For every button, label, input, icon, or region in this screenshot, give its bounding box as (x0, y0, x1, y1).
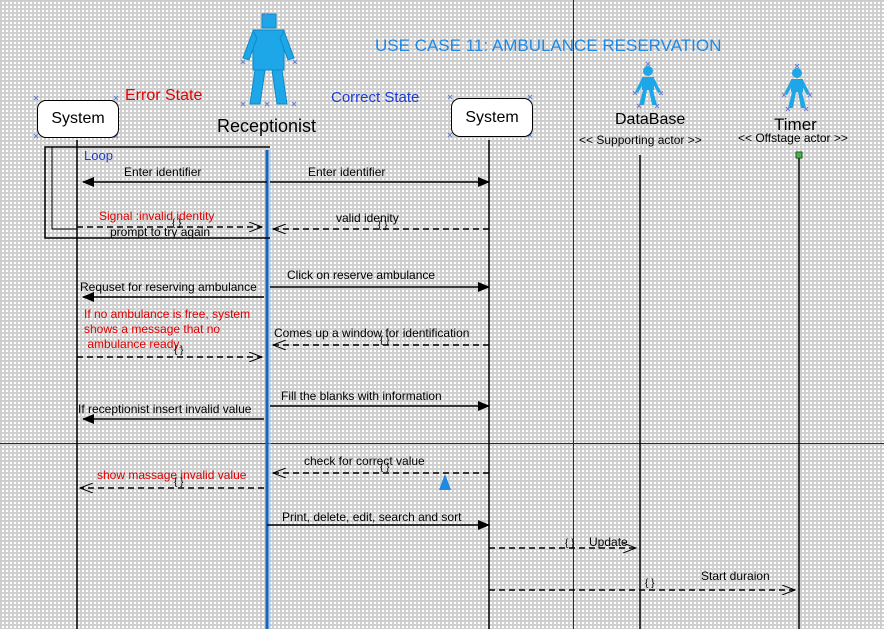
msg-invalid-value-label: If receptionist insert invalid value (78, 402, 252, 416)
receptionist-label: Receptionist (217, 116, 317, 136)
msg-start-duration-label: Start duraion (701, 569, 770, 583)
msg-prompt-retry-label: prompt to try again (110, 225, 211, 239)
msg-no-ambulance-note: If no ambulance is free, system shows a … (84, 307, 250, 352)
timer-stereotype: << Offstage actor >> (738, 131, 848, 145)
correct-state-label: Correct State (331, 89, 420, 106)
constraint-brace[interactable]: { } (380, 335, 390, 346)
database-stereotype: << Supporting actor >> (579, 133, 702, 147)
note-line: If no ambulance is free, system (84, 307, 251, 321)
constraint-brace[interactable]: { } (172, 218, 182, 229)
constraint-brace[interactable]: { } (645, 578, 655, 589)
timer-actor-icon[interactable] (784, 68, 810, 108)
receptionist-actor-icon[interactable] (242, 13, 295, 105)
page-break-horizontal (0, 443, 884, 444)
diagram-title: USE CASE 11: AMBULANCE RESERVATION (375, 36, 722, 55)
caret-marker-icon (439, 474, 451, 490)
note-line: shows a message that no (84, 322, 221, 336)
database-actor-icon[interactable] (635, 66, 661, 105)
page-break-vertical (573, 0, 574, 629)
constraint-brace[interactable]: { } (174, 345, 184, 356)
loop-frame[interactable] (44, 146, 270, 239)
timer-label: Timer (774, 115, 817, 134)
msg-check-correct-value-label: check for correct value (304, 454, 425, 468)
constraint-brace[interactable]: { } (174, 477, 184, 488)
loop-label: Loop (84, 148, 113, 163)
msg-valid-identity-label: valid idenity (336, 211, 399, 225)
msg-enter-identifier-right-label: Enter identifier (308, 165, 386, 179)
msg-request-reserving-label: Requset for reserving ambulance (80, 280, 257, 294)
constraint-brace[interactable]: { } (380, 462, 390, 473)
timer-anchor-handle[interactable] (795, 151, 803, 159)
receptionist-selection-handles (240, 12, 298, 107)
timer-selection-handles (781, 63, 813, 112)
database-selection-handles (632, 61, 664, 109)
constraint-brace[interactable]: { } (565, 538, 575, 549)
msg-show-invalid-label: show massage invalid value (97, 468, 247, 482)
msg-click-reserve-label: Click on reserve ambulance (287, 268, 436, 282)
system-left-label: System (51, 110, 105, 127)
error-state-label: Error State (125, 87, 203, 104)
msg-comes-up-window-label: Comes up a window for identification (274, 326, 470, 340)
system-right-label: System (465, 108, 519, 126)
system-left-box[interactable]: System (37, 100, 119, 138)
msg-print-delete-label: Print, delete, edit, search and sort (282, 510, 462, 524)
database-label: DataBase (615, 111, 686, 128)
msg-fill-blanks-label: Fill the blanks with information (281, 389, 442, 403)
system-left-selection-handles (33, 95, 119, 139)
constraint-brace[interactable]: { } (378, 220, 388, 231)
system-right-box[interactable]: System (451, 98, 533, 137)
msg-update-label: Update (589, 535, 628, 549)
msg-enter-identifier-left-label: Enter identifier (124, 165, 202, 179)
msg-signal-invalid-label: Signal :invalid identity (99, 209, 215, 223)
note-line: ambulance ready. (84, 337, 182, 351)
